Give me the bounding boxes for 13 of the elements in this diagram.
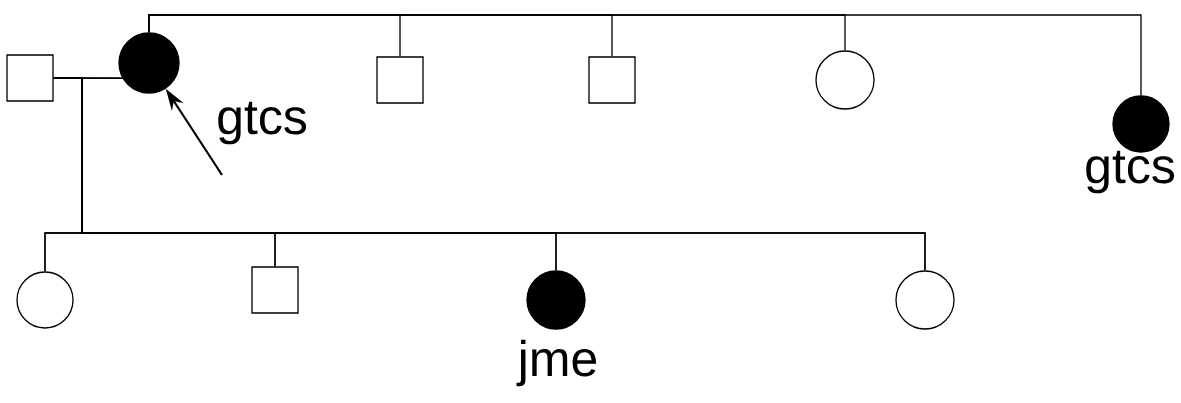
- pedigree-square: [251, 266, 299, 314]
- pedigree-circle: [118, 32, 180, 94]
- pedigree-line: [148, 14, 1142, 96]
- pedigree-circle: [526, 270, 586, 330]
- pedigree-circle: [16, 271, 74, 329]
- condition-label: gtcs: [1086, 150, 1175, 194]
- pedigree-square: [588, 56, 636, 104]
- condition-label: jme: [516, 339, 597, 387]
- pedigree-circle: [895, 270, 955, 330]
- pedigree-square: [376, 56, 424, 104]
- pedigree-square: [6, 54, 54, 102]
- pedigree-circle: [815, 50, 875, 110]
- condition-label: gtcs: [218, 101, 307, 145]
